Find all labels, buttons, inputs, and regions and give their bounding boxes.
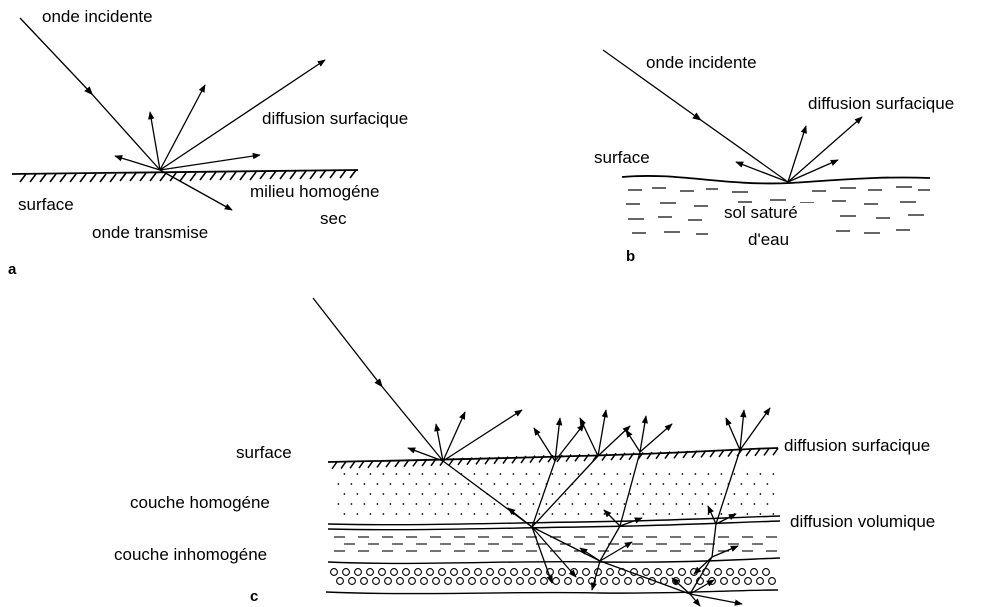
transmitted-wave-label: onde transmise	[92, 223, 208, 242]
surface-line-c	[328, 448, 778, 462]
volume-ray-c	[532, 527, 576, 577]
scattered-ray-a	[160, 155, 260, 170]
incident-ray-a	[20, 18, 160, 170]
surface-diffusion-label: diffusion surfacique	[808, 94, 954, 113]
gravel-layer-circles	[331, 569, 776, 585]
transmitted-ray-a	[160, 170, 232, 210]
panel-b: onde incidente diffusion surfacique surf…	[594, 50, 954, 265]
medium-label-line1: milieu homogéne	[250, 182, 379, 201]
incident-wave-label: onde incidente	[42, 7, 153, 26]
scattered-ray-c	[580, 418, 598, 456]
volume-diffusion-label: diffusion volumique	[790, 512, 935, 531]
scattered-ray-a	[160, 85, 205, 170]
volume-ray-c	[604, 510, 620, 526]
incident-wave-label: onde incidente	[646, 53, 757, 72]
layer-boundary-bottom	[326, 590, 778, 594]
surface-diffusion-label: diffusion surfacique	[262, 109, 408, 128]
scattered-ray-c	[726, 418, 740, 450]
homogeneous-layer-label: couche homogéne	[130, 493, 270, 512]
volume-ray-c	[708, 506, 716, 524]
scattered-ray-c	[626, 430, 640, 452]
volume-ray-c	[532, 456, 598, 527]
scattered-ray-c	[436, 424, 443, 461]
saturated-soil-label-line2: d'eau	[748, 230, 789, 249]
volume-ray-c	[580, 548, 600, 561]
scattered-ray-b	[788, 160, 838, 182]
volume-ray-c	[508, 508, 532, 527]
inhomogeneous-layer-label: couche inhomogéne	[114, 545, 267, 564]
volume-ray-c	[716, 450, 740, 524]
volume-ray-c	[620, 518, 642, 526]
panel-tag-c: c	[250, 588, 258, 605]
panel-tag-a: a	[8, 261, 17, 278]
layer-boundary-mid	[328, 558, 780, 563]
volume-ray-c	[712, 546, 738, 557]
medium-label-line2: sec	[320, 209, 347, 228]
scattered-ray-c	[640, 416, 646, 452]
scattered-ray-b	[736, 162, 788, 182]
surface-label: surface	[236, 443, 292, 462]
panel-c: surface couche homogéne couche inhomogén…	[114, 298, 935, 606]
panel-tag-b: b	[626, 248, 635, 265]
scattered-ray-c	[640, 424, 672, 452]
volume-ray-c	[620, 452, 640, 526]
surface-diffusion-label: diffusion surfacique	[784, 436, 930, 455]
scattered-ray-c	[740, 410, 744, 450]
surface-label: surface	[594, 148, 650, 167]
surface-label: surface	[18, 195, 74, 214]
volume-ray-c	[672, 578, 690, 594]
scattered-ray-c	[740, 408, 770, 450]
panel-a: onde incidente diffusion surfacique surf…	[8, 7, 408, 278]
volume-ray-c	[712, 524, 716, 557]
incident-ray-c	[313, 298, 443, 461]
saturated-soil-label-line1: sol saturé	[724, 203, 798, 222]
scattered-ray-c	[534, 428, 555, 461]
